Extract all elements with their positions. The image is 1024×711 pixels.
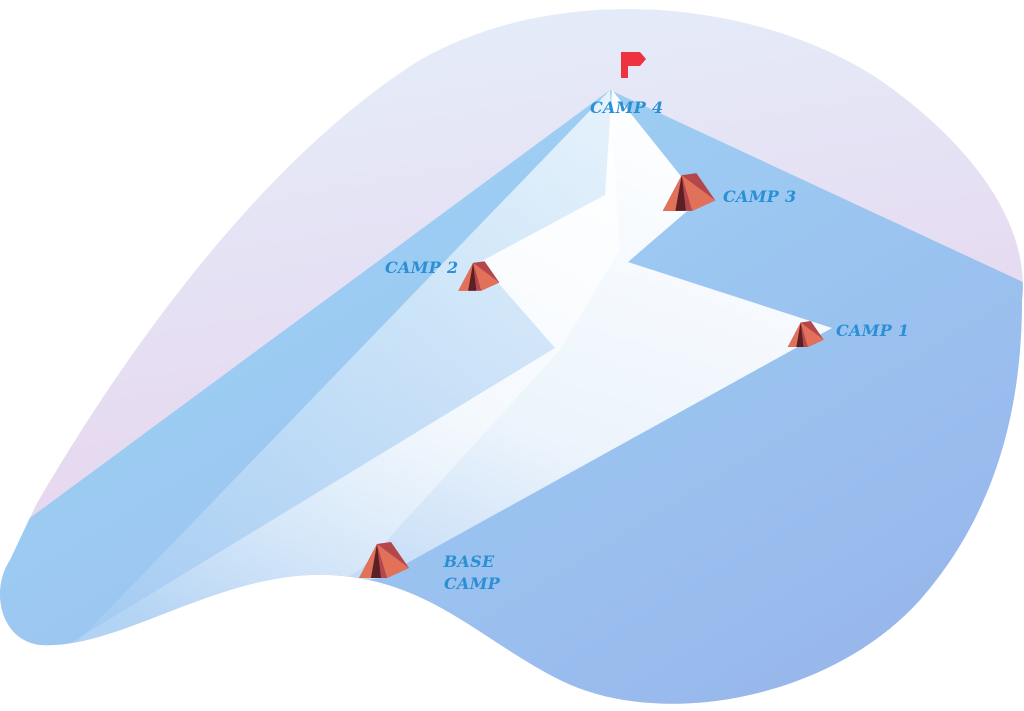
summit-flag-icon bbox=[621, 52, 646, 78]
tent-icon bbox=[359, 542, 409, 578]
camp-label-3: CAMP 3 bbox=[723, 187, 796, 206]
mountain-slope-face bbox=[60, 90, 620, 660]
camp-label-4: CAMP 4 bbox=[590, 98, 663, 117]
climbing-route bbox=[62, 90, 832, 648]
camp-label-1: CAMP 1 bbox=[836, 321, 909, 340]
camp-label-base: BASE CAMP bbox=[443, 552, 501, 593]
tent-icon bbox=[458, 261, 500, 291]
tent-icon bbox=[787, 321, 824, 347]
camp-label-2: CAMP 2 bbox=[385, 258, 458, 277]
